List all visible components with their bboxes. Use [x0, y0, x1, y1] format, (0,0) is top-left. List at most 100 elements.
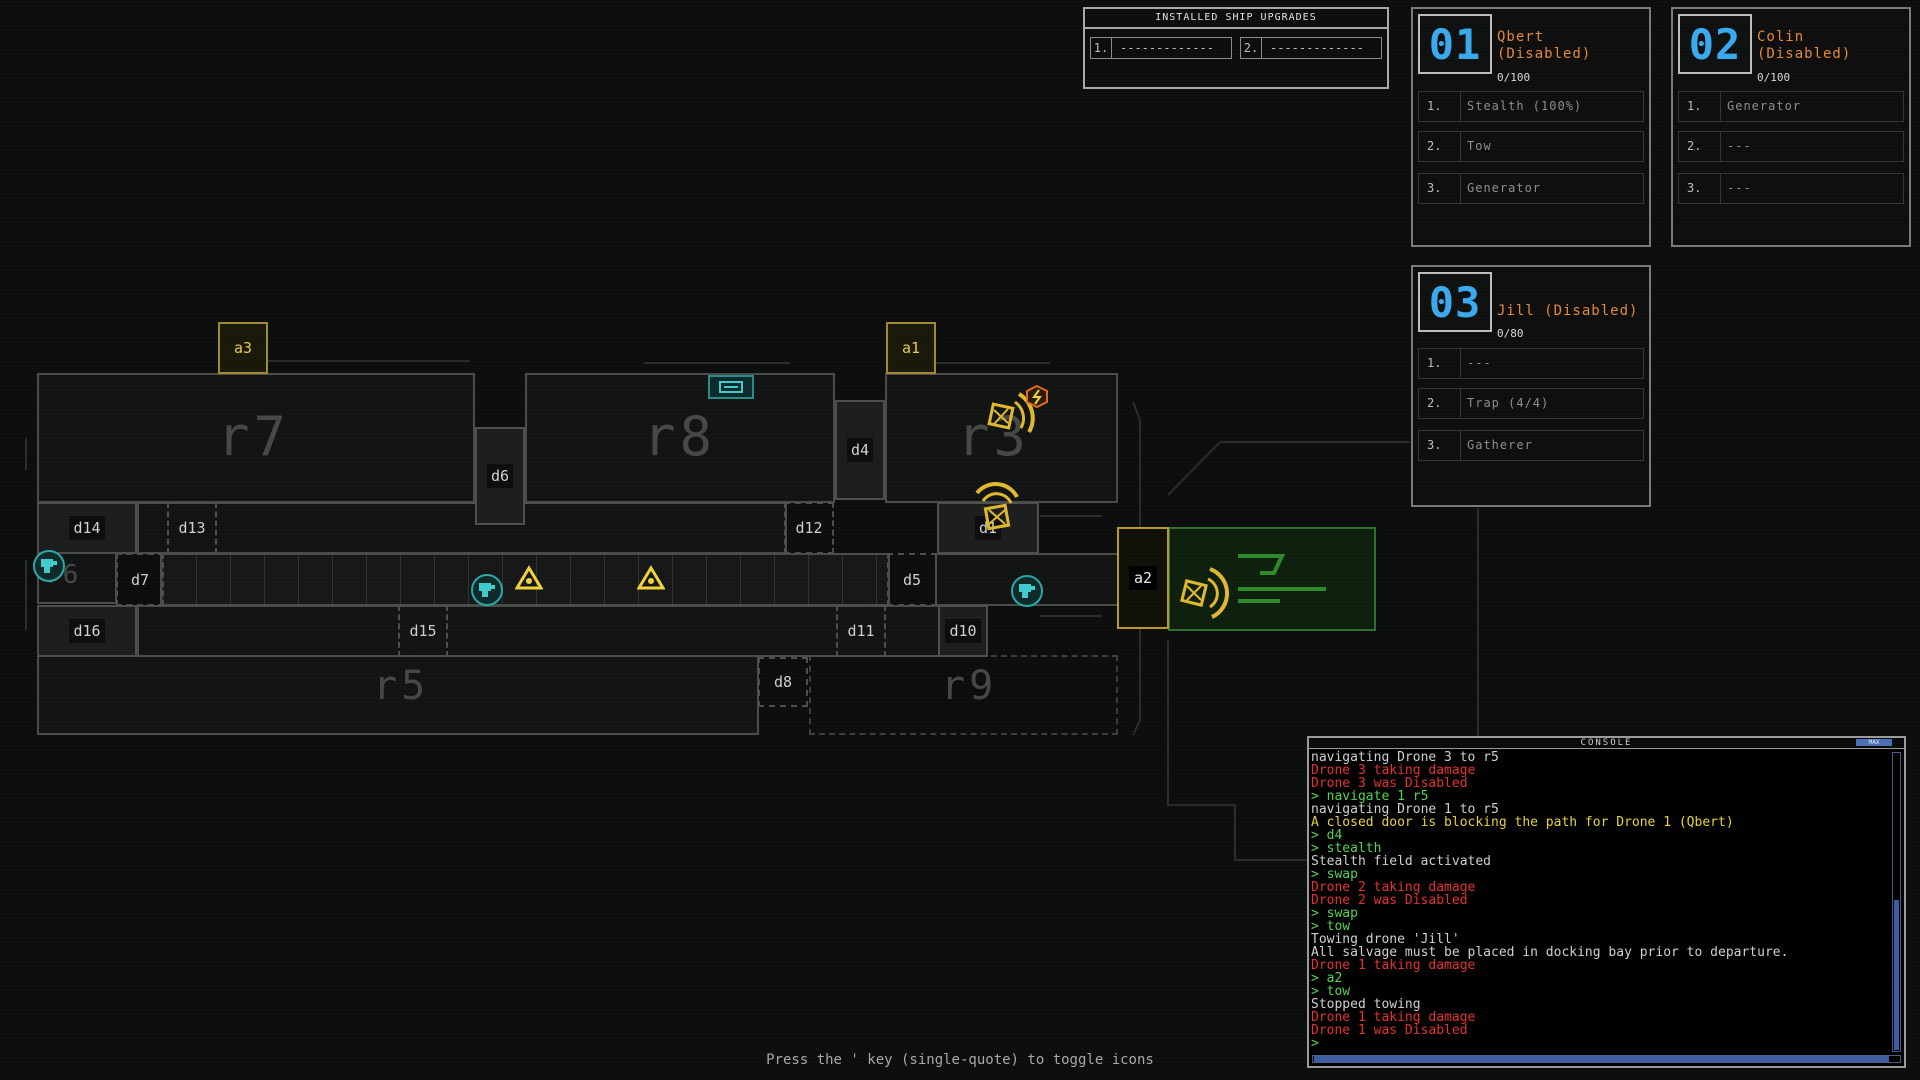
- airlock-a3[interactable]: a3: [218, 322, 268, 374]
- row-number: 3.: [1418, 430, 1460, 461]
- interface-terminal-icon[interactable]: [706, 373, 756, 403]
- console-line: > d4: [1311, 828, 1343, 843]
- power-node-icon[interactable]: [32, 549, 66, 583]
- room-label: r8: [643, 405, 717, 468]
- drone-name: Jill (Disabled): [1497, 303, 1639, 319]
- row-value: ---: [1720, 131, 1904, 162]
- row-value: Gatherer: [1460, 430, 1644, 461]
- console-line: navigating Drone 3 to r5: [1311, 751, 1499, 765]
- door-d6[interactable]: d6: [475, 427, 525, 525]
- console-line: A closed door is blocking the path for D…: [1311, 815, 1734, 830]
- door-label: d12: [795, 519, 823, 537]
- row-value: Generator: [1720, 91, 1904, 122]
- console-line: > tow: [1311, 919, 1351, 934]
- airlock-label: a1: [901, 339, 921, 357]
- console-line: navigating Drone 1 to r5: [1311, 802, 1499, 817]
- airlock-a2[interactable]: a2: [1117, 527, 1169, 629]
- drone-unit-icon[interactable]: [967, 479, 1027, 535]
- drone-upgrade-row[interactable]: 1. Generator: [1678, 91, 1904, 122]
- drone-number-badge: 02: [1678, 14, 1752, 74]
- airlock-a1[interactable]: a1: [886, 322, 936, 374]
- room-r8[interactable]: r8: [525, 373, 835, 503]
- power-node-icon[interactable]: [470, 573, 504, 607]
- upgrade-slot[interactable]: 2. -------------: [1240, 37, 1382, 59]
- door-d14[interactable]: d14: [37, 502, 137, 554]
- room-r7[interactable]: r7: [37, 373, 475, 503]
- console-horizontal-scrollbar[interactable]: [1312, 1055, 1901, 1063]
- docking-bay[interactable]: [1168, 527, 1376, 631]
- row-value: Tow: [1460, 131, 1644, 162]
- door-d4[interactable]: d4: [835, 400, 885, 500]
- door-label: d4: [846, 438, 874, 462]
- console-line: Drone 1 was Disabled: [1311, 1023, 1468, 1038]
- drone-upgrade-row[interactable]: 2. Tow: [1418, 131, 1644, 162]
- row-value: Stealth (100%): [1460, 91, 1644, 122]
- door-label: d16: [69, 619, 105, 643]
- console-line: Drone 2 taking damage: [1311, 880, 1476, 895]
- airlock-label: a3: [233, 339, 253, 357]
- drone-name: Qbert (Disabled): [1497, 29, 1592, 62]
- power-node-icon[interactable]: [1010, 574, 1044, 608]
- room-label: r5: [373, 663, 430, 709]
- drone-unit-icon[interactable]: [985, 384, 1055, 444]
- airlock-label: a2: [1128, 566, 1158, 590]
- door-d13[interactable]: d13: [167, 502, 217, 554]
- drone-upgrade-row[interactable]: 1. ---: [1418, 348, 1644, 379]
- door-d15[interactable]: d15: [398, 605, 448, 657]
- drone-name: Colin (Disabled): [1757, 29, 1852, 62]
- room-r5[interactable]: r5: [37, 655, 759, 735]
- room-r9[interactable]: r9: [809, 655, 1118, 735]
- drone-upgrade-row[interactable]: 2. ---: [1678, 131, 1904, 162]
- door-d12[interactable]: d12: [784, 502, 834, 554]
- row-number: 2.: [1418, 388, 1460, 419]
- main-corridor[interactable]: [160, 553, 890, 606]
- door-label: d5: [902, 570, 922, 589]
- slot-number: 2.: [1241, 38, 1262, 58]
- door-label: d10: [945, 619, 981, 643]
- console-line: > swap: [1311, 867, 1358, 882]
- ship-silhouette-icon: [1238, 554, 1326, 603]
- door-d10[interactable]: d10: [938, 605, 988, 657]
- room-label: r9: [941, 663, 998, 709]
- drone-number-badge: 01: [1418, 14, 1492, 74]
- row-number: 3.: [1418, 173, 1460, 204]
- console-line: > a2: [1311, 971, 1343, 986]
- console-maximize-button[interactable]: MAX: [1856, 739, 1892, 746]
- console-line: Drone 3 was Disabled: [1311, 776, 1468, 791]
- upgrade-slot[interactable]: 1. -------------: [1090, 37, 1232, 59]
- drone-upgrade-row[interactable]: 3. Gatherer: [1418, 430, 1644, 461]
- door-d5[interactable]: d5: [887, 553, 937, 606]
- drone-upgrade-row[interactable]: 3. ---: [1678, 173, 1904, 204]
- slot-number: 1.: [1091, 38, 1112, 58]
- door-d7[interactable]: d7: [116, 553, 164, 606]
- console-line: > swap: [1311, 906, 1358, 921]
- console-line: Stopped towing: [1311, 997, 1421, 1012]
- room-label: r7: [217, 405, 291, 468]
- row-number: 2.: [1418, 131, 1460, 162]
- console-line: Drone 1 taking damage: [1311, 1010, 1476, 1025]
- door-d8[interactable]: d8: [758, 657, 808, 707]
- annex-bottom: [137, 605, 987, 657]
- drone-upgrade-row[interactable]: 3. Generator: [1418, 173, 1644, 204]
- row-number: 1.: [1418, 91, 1460, 122]
- drone-health: 0/100: [1497, 71, 1531, 84]
- drone-number-badge: 03: [1418, 272, 1492, 332]
- console-vertical-scrollbar[interactable]: [1892, 752, 1901, 1052]
- drone-upgrade-row[interactable]: 2. Trap (4/4): [1418, 388, 1644, 419]
- door-d16[interactable]: d16: [37, 605, 137, 657]
- door-d11[interactable]: d11: [836, 605, 886, 657]
- drone-card-colin[interactable]: 02 Colin (Disabled) 0/100 1. Generator 2…: [1671, 7, 1911, 247]
- drone-upgrade-row[interactable]: 1. Stealth (100%): [1418, 91, 1644, 122]
- console-title: CONSOLE: [1309, 738, 1904, 749]
- row-value: Trap (4/4): [1460, 388, 1644, 419]
- console-line: Drone 2 was Disabled: [1311, 893, 1468, 908]
- drone-unit-icon[interactable]: [1180, 565, 1232, 621]
- row-value: Generator: [1460, 173, 1644, 204]
- hazard-warning-icon[interactable]: [515, 565, 543, 591]
- row-number: 3.: [1678, 173, 1720, 204]
- drone-card-jill[interactable]: 03 Jill (Disabled) 0/80 1. --- 2. Trap (…: [1411, 265, 1651, 507]
- drone-card-qbert[interactable]: 01 Qbert (Disabled) 0/100 1. Stealth (10…: [1411, 7, 1651, 247]
- hazard-warning-icon[interactable]: [637, 565, 665, 591]
